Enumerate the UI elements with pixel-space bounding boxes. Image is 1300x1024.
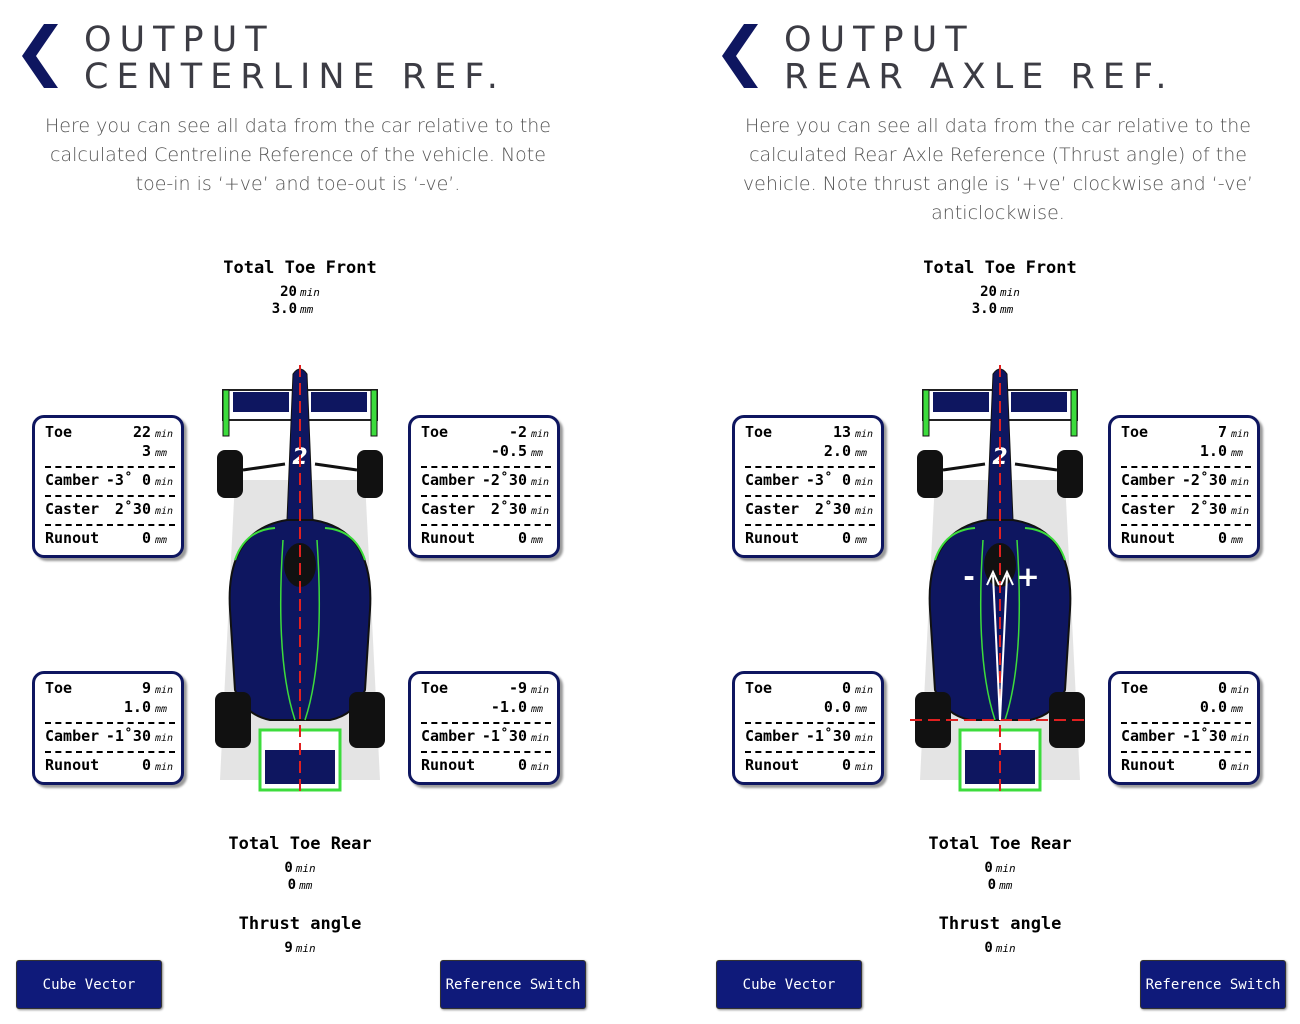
page-title: OUTPUT CENTERLINE REF. [84, 20, 506, 97]
rear-axle-ref-panel: OUTPUT REAR AXLE REF. Here you can see a… [700, 0, 1300, 1024]
back-chevron-icon[interactable] [22, 24, 58, 88]
cube-vector-button[interactable]: Cube Vector [716, 960, 862, 1009]
description-text: Here you can see all data from the car r… [742, 115, 1254, 224]
thrust-arrow-left [992, 574, 1001, 721]
thrust-minus-sign: - [963, 560, 975, 593]
car-top-view [213, 365, 387, 795]
back-chevron-icon[interactable] [722, 24, 758, 88]
thrust-arrow-right [999, 574, 1008, 721]
description-text: Here you can see all data from the car r… [44, 115, 552, 195]
reference-switch-button[interactable]: Reference Switch [1140, 960, 1286, 1009]
centerline-ref-panel: OUTPUT CENTERLINE REF. Here you can see … [16, 20, 586, 1009]
car-top-view: - + [910, 365, 1090, 795]
reference-switch-button[interactable]: Reference Switch [440, 960, 586, 1009]
page-title: OUTPUT REAR AXLE REF. [784, 20, 1175, 97]
thrust-plus-sign: + [1016, 560, 1039, 593]
cube-vector-button[interactable]: Cube Vector [16, 960, 162, 1009]
